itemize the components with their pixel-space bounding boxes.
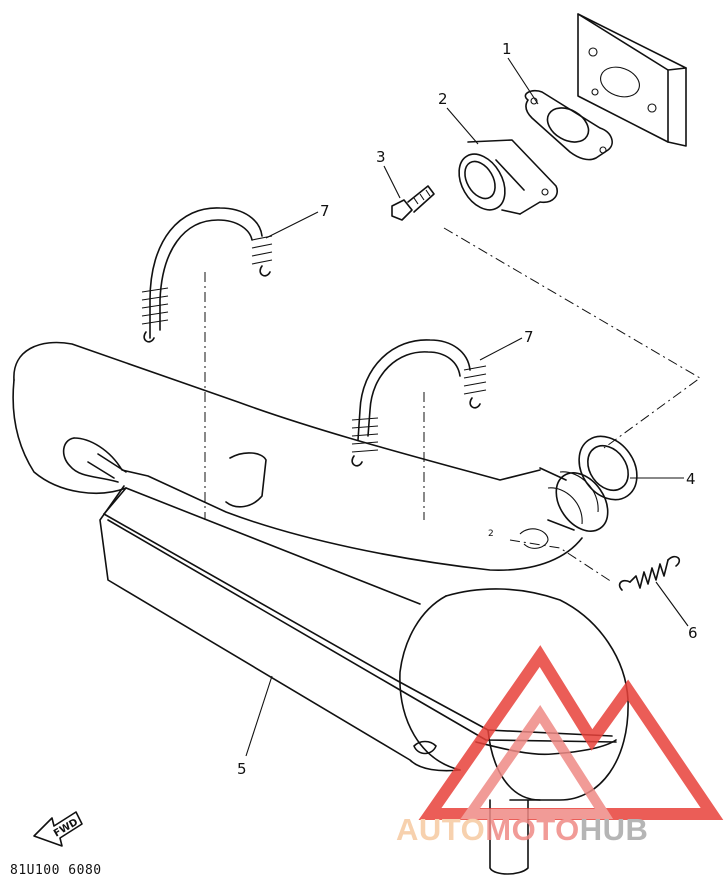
exhaust-joint-part-2 (458, 139, 558, 215)
gasket-part-1 (524, 89, 613, 161)
silencer-muffler (99, 485, 629, 875)
gasket-ring-part-4 (578, 435, 638, 501)
drawing-code: 81U100 6080 (10, 863, 102, 878)
callout-7-upper: 7 (320, 202, 330, 220)
bolt-part-3 (391, 185, 435, 221)
watermark-logo-triangles (418, 645, 724, 820)
spring-part-6 (618, 555, 681, 591)
callout-4: 4 (686, 470, 696, 488)
spring-part-7-upper (141, 207, 273, 343)
callout-7-lower: 7 (524, 328, 534, 346)
callout-2: 2 (438, 90, 448, 108)
forward-arrow-icon: FWD (33, 811, 83, 847)
callout-1: 1 (502, 40, 512, 58)
fwd-label: FWD (52, 817, 80, 840)
automotohub-watermark: AUTOMOTOHUB (396, 645, 724, 847)
assembly-guide-lines (204, 227, 701, 583)
pipe-outlet-ring (539, 467, 609, 532)
watermark-auto: AUTO (396, 812, 485, 847)
callout-6: 6 (688, 624, 698, 642)
svg-text:AUTOMOTOHUB: AUTOMOTOHUB (396, 812, 648, 847)
svg-text:2: 2 (488, 529, 494, 539)
spring-part-7-lower (351, 339, 487, 467)
callout-3: 3 (376, 148, 386, 166)
cylinder-flange-block (577, 13, 687, 147)
watermark-hub: HUB (580, 812, 649, 847)
callout-leaders (245, 57, 689, 757)
watermark-moto: MOTO (485, 812, 579, 847)
exhaust-pipe: 2 (12, 341, 583, 571)
callout-5: 5 (237, 760, 247, 778)
